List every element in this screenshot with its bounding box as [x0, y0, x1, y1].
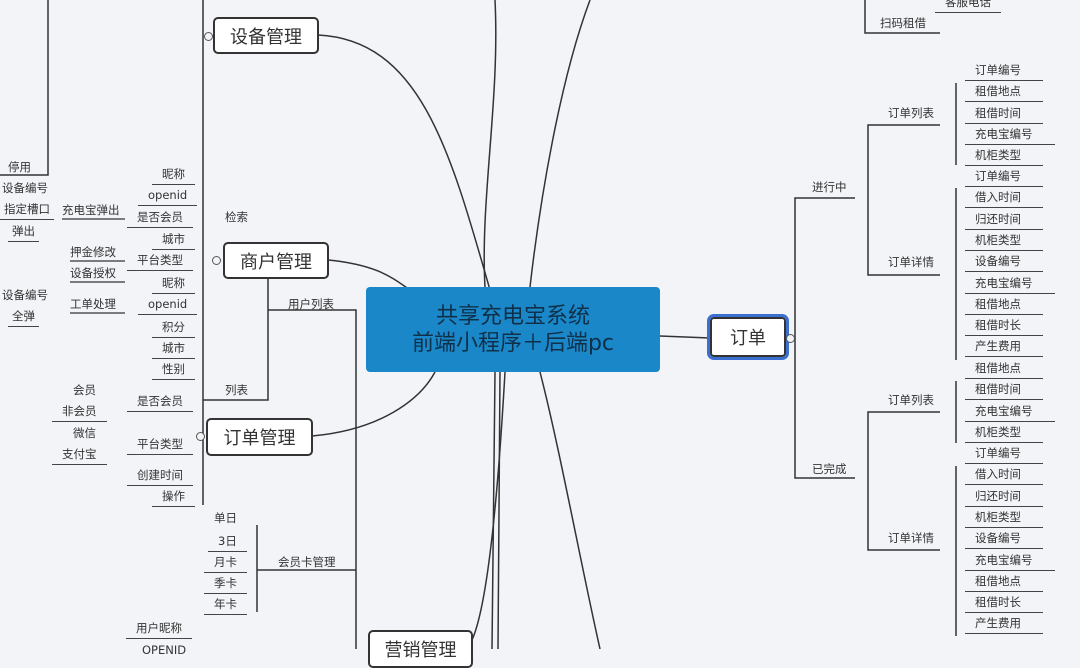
node-label[interactable]: 支付宝 [52, 447, 107, 465]
topic-device-management[interactable]: 设备管理 [213, 17, 319, 54]
node-label[interactable]: OPENID [142, 643, 187, 657]
order-field-leaf[interactable]: 租借时间 [965, 382, 1043, 401]
node-label[interactable]: 城市 [152, 341, 195, 359]
central-title-line2: 前端小程序＋后端pc [411, 330, 615, 356]
node-completed[interactable]: 已完成 [812, 462, 847, 476]
node-label[interactable]: 设备授权 [70, 266, 116, 280]
order-field-leaf[interactable]: 充电宝编号 [965, 276, 1055, 294]
node-label[interactable]: 3日 [208, 534, 247, 552]
order-field-leaf[interactable]: 设备编号 [965, 254, 1043, 273]
order-field-leaf[interactable]: 租借地点 [965, 574, 1043, 592]
node-label[interactable]: openid [138, 297, 198, 315]
order-field-leaf[interactable]: 归还时间 [965, 212, 1043, 230]
node-label[interactable]: 月卡 [204, 555, 247, 573]
node-label[interactable]: 操作 [152, 489, 195, 507]
order-field-leaf[interactable]: 归还时间 [965, 489, 1043, 507]
node-label[interactable]: 检索 [225, 210, 248, 224]
order-field-leaf[interactable]: 设备编号 [965, 531, 1043, 550]
order-field-leaf[interactable]: 机柜类型 [965, 148, 1043, 167]
node-label[interactable]: 用户列表 [288, 297, 334, 311]
node-label[interactable]: 弹出 [8, 224, 39, 242]
node-label[interactable]: 是否会员 [127, 210, 193, 228]
node-label[interactable]: 设备编号 [2, 288, 48, 302]
order-field-leaf[interactable]: 租借地点 [965, 84, 1043, 103]
central-topic[interactable]: 共享充电宝系统 前端小程序＋后端pc [366, 287, 660, 372]
node-label[interactable]: 设备编号 [2, 181, 48, 195]
node-label[interactable]: 客服电话 [935, 0, 1001, 13]
node-label[interactable]: 会员 [73, 383, 96, 397]
node-label[interactable]: 押金修改 [70, 245, 116, 259]
node-label[interactable]: 平台类型 [127, 253, 193, 271]
order-field-leaf[interactable]: 机柜类型 [965, 425, 1043, 443]
node-label[interactable]: 年卡 [204, 597, 247, 615]
node-label[interactable]: 微信 [73, 426, 96, 440]
topic-merchant-management[interactable]: 商户管理 [223, 242, 329, 279]
node-in-progress[interactable]: 进行中 [812, 180, 847, 194]
topic-order-management[interactable]: 订单管理 [206, 418, 313, 456]
order-field-leaf[interactable]: 租借地点 [965, 361, 1043, 379]
central-title-line1: 共享充电宝系统 [435, 303, 590, 329]
node-label[interactable]: 扫码租借 [880, 16, 926, 30]
node-label[interactable]: 非会员 [52, 404, 107, 422]
collapse-toggle-icon[interactable] [204, 32, 213, 41]
node-label[interactable]: 昵称 [152, 167, 195, 185]
node-label[interactable]: 充电宝弹出 [62, 203, 120, 217]
node-order-detail[interactable]: 订单详情 [888, 531, 934, 545]
node-label[interactable]: openid [138, 188, 198, 206]
node-order-detail[interactable]: 订单详情 [888, 255, 934, 269]
topic-marketing-management[interactable]: 营销管理 [368, 630, 473, 668]
order-field-leaf[interactable]: 充电宝编号 [965, 553, 1055, 571]
node-label[interactable]: 性别 [152, 362, 195, 380]
order-field-leaf[interactable]: 订单编号 [965, 63, 1043, 81]
node-label[interactable]: 用户昵称 [126, 621, 192, 639]
node-label[interactable]: 工单处理 [70, 297, 116, 311]
connector-lines [0, 0, 957, 649]
node-label[interactable]: 停用 [8, 160, 31, 174]
order-field-leaf[interactable]: 订单编号 [965, 169, 1043, 187]
order-field-leaf[interactable]: 租借时长 [965, 318, 1043, 337]
topic-order[interactable]: 订单 [707, 314, 789, 360]
node-order-list[interactable]: 订单列表 [888, 393, 934, 407]
node-label[interactable]: 积分 [152, 320, 195, 338]
node-label[interactable]: 是否会员 [127, 394, 193, 412]
node-label[interactable]: 昵称 [152, 276, 195, 294]
node-label[interactable]: 列表 [225, 383, 248, 397]
order-field-leaf[interactable]: 借入时间 [965, 467, 1043, 486]
node-order-list[interactable]: 订单列表 [888, 106, 934, 120]
order-field-leaf[interactable]: 充电宝编号 [965, 404, 1055, 422]
node-label[interactable]: 季卡 [204, 576, 247, 594]
order-field-leaf[interactable]: 机柜类型 [965, 510, 1043, 528]
node-label[interactable]: 城市 [152, 232, 195, 250]
order-field-leaf[interactable]: 产生费用 [965, 339, 1043, 358]
node-label[interactable]: 单日 [214, 511, 237, 525]
order-field-leaf[interactable]: 租借时长 [965, 595, 1043, 614]
node-label[interactable]: 全弹 [8, 309, 39, 327]
collapse-toggle-icon[interactable] [196, 432, 205, 441]
order-field-leaf[interactable]: 租借时间 [965, 106, 1043, 124]
order-field-leaf[interactable]: 机柜类型 [965, 233, 1043, 251]
order-field-leaf[interactable]: 充电宝编号 [965, 127, 1055, 145]
node-label[interactable]: 指定槽口 [0, 202, 54, 220]
collapse-toggle-icon[interactable] [212, 256, 221, 265]
order-field-leaf[interactable]: 产生费用 [965, 616, 1043, 635]
node-label[interactable]: 会员卡管理 [278, 555, 336, 569]
order-field-leaf[interactable]: 租借地点 [965, 297, 1043, 315]
order-field-leaf[interactable]: 借入时间 [965, 190, 1043, 209]
node-label[interactable]: 平台类型 [127, 437, 193, 455]
order-field-leaf[interactable]: 订单编号 [965, 446, 1043, 464]
node-label[interactable]: 创建时间 [127, 468, 193, 486]
collapse-toggle-icon[interactable] [786, 334, 795, 343]
